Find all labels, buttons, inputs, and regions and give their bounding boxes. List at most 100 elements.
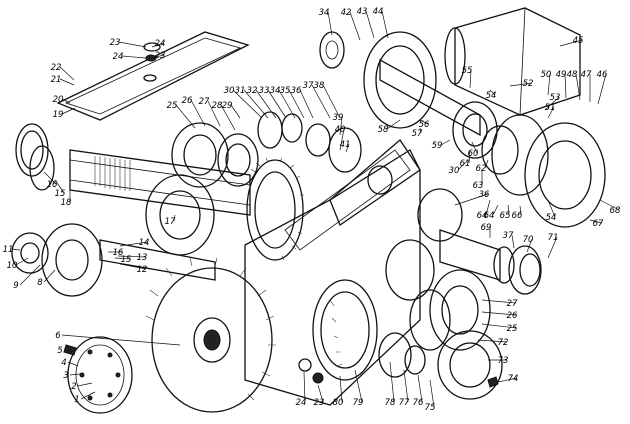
callout-leader — [299, 89, 314, 119]
callout-leader — [468, 149, 471, 164]
callout-label: 39 — [333, 113, 344, 123]
callout-label: 75 — [425, 403, 436, 413]
callout-label: 49 — [556, 70, 567, 80]
callout-label: 34 — [319, 8, 330, 18]
callout-leader — [381, 10, 389, 39]
callout-label: 6 — [55, 331, 61, 341]
callout-label: 57 — [412, 129, 423, 139]
callout-label: 12 — [137, 265, 148, 275]
callout-label: 74 — [508, 374, 519, 384]
callout-label: 64 — [477, 211, 488, 221]
callout-label: 16 — [113, 248, 124, 258]
callout-label: 79 — [353, 398, 364, 408]
callout-label: 8 — [37, 278, 43, 288]
callout-leader — [511, 234, 515, 249]
callout-leader — [489, 89, 496, 96]
callout-leader — [339, 116, 343, 136]
callout-label: 16 — [47, 180, 58, 190]
callout-leader — [597, 73, 607, 105]
callout-label: 35 — [280, 86, 291, 96]
callout-label: 62 — [476, 164, 487, 174]
callout-leader — [419, 127, 422, 134]
callout-leader — [457, 159, 469, 171]
callout-leader — [61, 334, 181, 346]
callout-label: 51 — [545, 103, 556, 113]
callout-label: 80 — [333, 398, 344, 408]
callout-leader — [43, 269, 56, 283]
callout-leader — [564, 73, 567, 99]
callout-leader — [118, 41, 147, 48]
callout-label: 32 — [247, 86, 258, 96]
callout-label: 20 — [53, 95, 64, 105]
callout-leader — [469, 69, 472, 89]
callout-label: 78 — [385, 398, 396, 408]
callout-label: 26 — [507, 311, 518, 321]
callout-label: 27 — [507, 299, 518, 309]
callout-leader — [519, 205, 522, 216]
callout-label: 17 — [165, 217, 176, 227]
callout-leader — [255, 89, 277, 119]
callout-label: 1 — [74, 395, 79, 405]
callout-leader — [485, 199, 491, 216]
callout-label: 76 — [413, 398, 424, 408]
callout-leader — [243, 89, 269, 119]
callout-label: 4 — [61, 358, 66, 368]
callout-label: 5 — [57, 346, 62, 356]
callout-leader — [327, 11, 333, 36]
callout-leader — [114, 257, 131, 260]
callout-label: 63 — [473, 181, 484, 191]
callout-leader — [339, 128, 345, 151]
callout-label: 64 — [484, 211, 495, 221]
callout-leader — [61, 98, 71, 104]
callout-label: 44 — [373, 7, 384, 17]
callout-label: 43 — [357, 7, 368, 17]
callout-leader — [151, 54, 165, 59]
callout-label: 14 — [139, 238, 150, 248]
callout-leader — [43, 171, 57, 185]
callout-label: 36 — [479, 190, 490, 200]
callout-label: 50 — [541, 70, 552, 80]
callout-label: 40 — [335, 125, 346, 135]
callout-leader-lines — [11, 10, 620, 408]
callout-leader — [547, 236, 558, 259]
callout-leader — [117, 255, 147, 258]
callout-label: 60 — [468, 149, 479, 159]
callout-leader — [119, 241, 149, 247]
callout-label: 25 — [507, 324, 518, 334]
callout-label: 30 — [224, 86, 235, 96]
callout-leader — [67, 361, 79, 367]
callout-label: 46 — [597, 70, 608, 80]
callout-label: 52 — [523, 79, 534, 89]
callout-label: 34 — [270, 86, 281, 96]
callout-label: 68 — [610, 206, 621, 216]
callout-leader — [345, 143, 350, 153]
callout-leader — [175, 104, 196, 129]
callout-label: 24 — [155, 39, 166, 49]
callout-label: 28 — [212, 101, 223, 111]
callout-leader — [69, 373, 81, 376]
callout-leader — [278, 89, 296, 119]
callout-leader — [507, 204, 510, 216]
callout-label: 59 — [432, 141, 443, 151]
callout-label: 73 — [498, 356, 509, 366]
callout-label: 18 — [61, 198, 72, 208]
callout-label: 29 — [222, 101, 233, 111]
callout-leader — [119, 263, 147, 270]
callout-leader — [267, 89, 287, 119]
callout-leader — [589, 219, 603, 224]
callout-label: 33 — [259, 86, 270, 96]
callout-leader — [509, 82, 533, 87]
callout-label: 48 — [567, 70, 578, 80]
callout-leader — [230, 104, 241, 119]
callout-label: 22 — [51, 63, 62, 73]
callout-leader — [59, 66, 75, 81]
callout-leader — [61, 107, 76, 115]
callout-label: 36 — [291, 86, 302, 96]
callout-label: 2 — [71, 382, 76, 392]
callout-leader — [440, 139, 451, 146]
callout-leader — [317, 384, 324, 403]
callout-label: 61 — [460, 159, 471, 169]
callout-leader — [559, 39, 583, 47]
callout-leader — [497, 377, 518, 383]
